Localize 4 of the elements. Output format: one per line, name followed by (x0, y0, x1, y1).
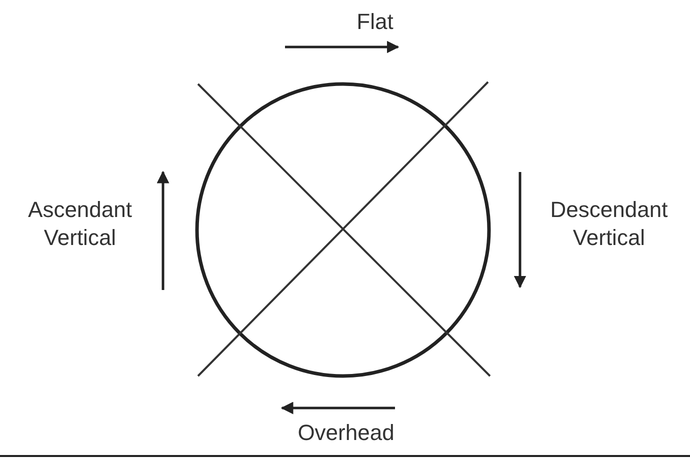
direction-label: Overhead (296, 419, 396, 447)
direction-label: Flat (356, 8, 394, 36)
direction-label: Ascendant Vertical (27, 196, 133, 252)
direction-label: Descendant Vertical (549, 196, 669, 252)
